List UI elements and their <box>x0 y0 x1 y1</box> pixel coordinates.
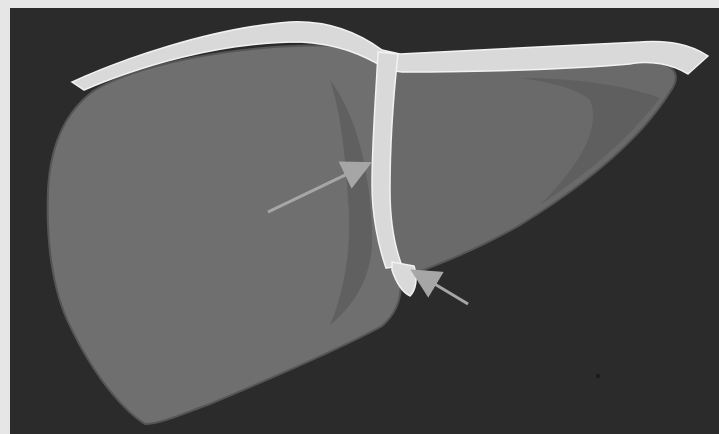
left-edge <box>0 0 10 434</box>
top-edge <box>0 0 719 8</box>
background-speck <box>596 374 600 378</box>
